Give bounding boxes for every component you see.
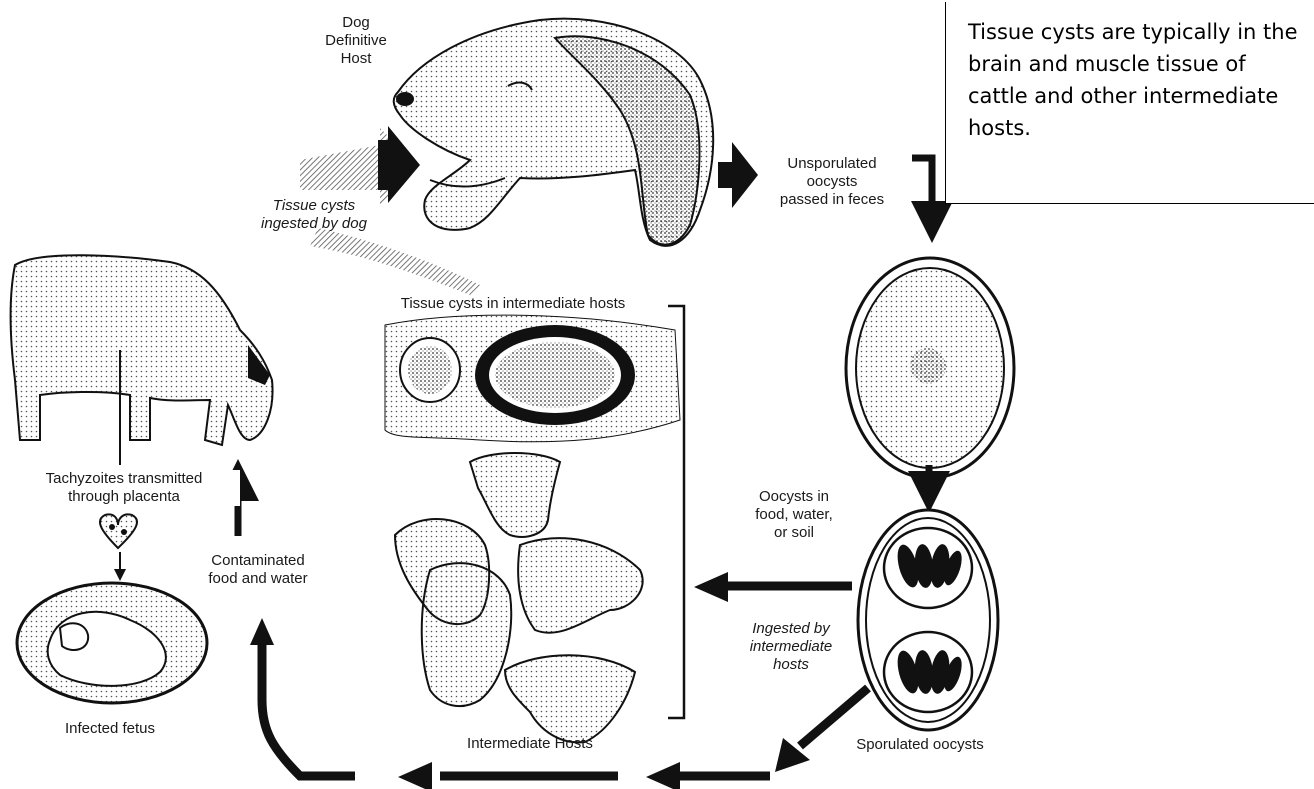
oocysts-env-line1: Oocysts in: [734, 488, 854, 506]
tissue-cysts-illustration: [385, 315, 680, 442]
contaminated-line2: food and water: [178, 570, 338, 588]
placenta-icon: [100, 514, 137, 548]
ingested-line3: hosts: [726, 656, 856, 674]
tissue-ingested-line2: ingested by dog: [246, 215, 382, 233]
dog-label-line1: Dog: [306, 14, 406, 32]
arrowhead-contaminated-up: [250, 618, 274, 645]
tissue-cysts-in-hosts-label: Tissue cysts in intermediate hosts: [358, 295, 668, 313]
note-box: Tissue cysts are typically in the brain …: [945, 2, 1314, 204]
intermediate-hosts-label: Intermediate Hosts: [430, 735, 630, 753]
tachy-line2: through placenta: [8, 488, 240, 506]
oocysts-env-line2: food, water,: [734, 506, 854, 524]
dog-illustration: [394, 19, 713, 246]
tachyzoites-label: Tachyzoites transmitted through placenta: [8, 470, 240, 506]
bottom-return-arrow: [262, 640, 770, 776]
intermediate-hosts-illustration: [395, 453, 643, 742]
tissue-cysts-ingested-label: Tissue cysts ingested by dog: [246, 197, 382, 233]
ingested-line2: intermediate: [726, 638, 856, 656]
unsporulated-line3: passed in feces: [752, 191, 912, 209]
tissue-ingested-line1: Tissue cysts: [246, 197, 382, 215]
cow-illustration: [10, 255, 272, 445]
oocysts-environment-label: Oocysts in food, water, or soil: [734, 488, 854, 542]
arrowhead-bottom-left: [398, 762, 432, 789]
infected-fetus-label: Infected fetus: [20, 720, 200, 738]
dog-label-line3: Host: [306, 50, 406, 68]
tachy-line1: Tachyzoites transmitted: [8, 470, 240, 488]
hatched-band-to-cysts: [310, 228, 480, 295]
sporulated-oocysts-label: Sporulated oocysts: [820, 736, 1020, 754]
note-text: Tissue cysts are typically in the brain …: [968, 20, 1298, 140]
infected-fetus-illustration: [17, 583, 207, 703]
unsporulated-oocyst: [846, 258, 1014, 478]
arrowhead-bottom-right: [646, 762, 680, 789]
contaminated-line1: Contaminated: [178, 552, 338, 570]
oocysts-env-line3: or soil: [734, 524, 854, 542]
dog-label-line2: Definitive: [306, 32, 406, 50]
arrow-to-unsporulated-oocyst: [912, 158, 932, 222]
unsporulated-line2: oocysts: [752, 173, 912, 191]
unsporulated-line1: Unsporulated: [752, 155, 912, 173]
arrowhead-to-intermediate-hosts: [694, 572, 728, 602]
dog-label: Dog Definitive Host: [306, 14, 406, 68]
contaminated-food-label: Contaminated food and water: [178, 552, 338, 588]
sporulated-oocyst: [858, 510, 998, 730]
unsporulated-label: Unsporulated oocysts passed in feces: [752, 155, 912, 209]
ingested-line1: Ingested by: [726, 620, 856, 638]
ingested-by-intermediate-label: Ingested by intermediate hosts: [726, 620, 856, 674]
